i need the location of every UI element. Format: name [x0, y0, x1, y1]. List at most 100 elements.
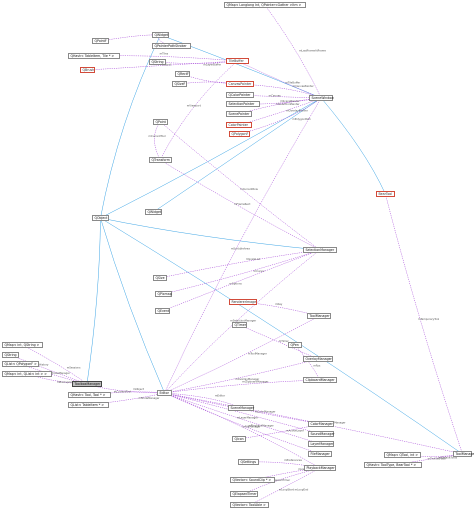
node-editor[interactable]: Editor: [157, 390, 173, 396]
node-qpointf-a[interactable]: QPointF: [92, 38, 109, 44]
edge-label-e-tiles: mTiles: [160, 52, 169, 56]
edge-qvector-tool-to-playback-manager: [249, 467, 320, 506]
node-qhash-textures[interactable]: QHash< TableItem, Tile * >: [68, 53, 121, 59]
edge-label-e-file-manager: mFileManager: [242, 425, 261, 429]
edge-label-e-key: mKey: [275, 302, 283, 306]
node-qhash-tool[interactable]: QHash< Tool, Tool * >: [68, 392, 111, 398]
edge-label-e-layer-buffer: mLayerBuffer: [203, 63, 222, 67]
edge-toolbox-manager-to-editor: [86, 383, 165, 394]
node-qicon[interactable]: QIcon: [232, 436, 246, 442]
edge-label-e-mode: mModeManager: [139, 396, 161, 400]
node-sound-manager[interactable]: SoundManager: [308, 431, 335, 437]
node-qwidget[interactable]: QWidget: [152, 32, 169, 38]
node-qlist-tools[interactable]: QList< TableItem * >: [68, 402, 109, 408]
edge-renderer-image-to-tool-manager: [243, 301, 320, 317]
node-color-manager[interactable]: ColorManager: [308, 421, 335, 427]
edge-label-e-loop: mLoopStart mLoopEnd: [279, 488, 309, 492]
edge-label-e-tile-buffer: mTileBuffer: [285, 81, 301, 85]
edge-qobject-to-editor: [100, 217, 165, 394]
node-color-painter[interactable]: ColorPainter: [226, 122, 253, 128]
node-clipboard-manager[interactable]: ClipboardManager: [303, 377, 337, 383]
node-qevent[interactable]: QEvent: [155, 308, 171, 314]
node-beartool[interactable]: BearTool: [376, 191, 395, 197]
edge-qpixmap-to-selection-manager: [163, 249, 320, 295]
node-qtransform[interactable]: QTransform: [149, 157, 172, 163]
node-qbrush[interactable]: QBrush: [80, 67, 96, 73]
node-qsize-f[interactable]: QSizeF: [172, 81, 188, 87]
edge-label-e-default-tools: mDefaultTools: [439, 456, 458, 460]
edge-qtransform-to-selection-manager: [160, 159, 320, 251]
node-qmap-qstring[interactable]: QMap< int, QString >: [2, 342, 43, 348]
node-file-manager[interactable]: FileManager: [308, 451, 333, 457]
edge-label-e-viewport: mViewport: [187, 104, 201, 108]
edge-label-e-overlay-painter: mOverlayPainter: [286, 109, 309, 113]
edge-label-e-backup: mBackupList: [57, 380, 74, 384]
edge-label-e-cursor: mCursor: [254, 269, 266, 273]
edge-beartool-to-tool-manager-b: [385, 193, 463, 455]
edge-editor-to-tool-manager-b: [164, 392, 463, 455]
edge-label-e-elapsed: mElapsedTimer: [270, 478, 291, 482]
node-scene-window[interactable]: SceneWindow: [309, 95, 334, 101]
node-qmap-tool[interactable]: QMap< QTool, int >: [384, 452, 422, 458]
node-qstring-b[interactable]: QString: [2, 352, 19, 358]
node-qsettings[interactable]: QSettings: [238, 459, 259, 465]
node-qpoint-a[interactable]: QPoint: [153, 119, 169, 125]
edge-label-e-scale-list: mScaleList: [246, 257, 260, 261]
node-layer-manager[interactable]: LayerManager: [308, 441, 335, 447]
edge-label-e-selection-manager: mSelectionManager: [230, 319, 257, 323]
node-toolbox-manager[interactable]: ToolboxManager: [72, 381, 102, 387]
edge-qobject-to-qwidget: [100, 34, 161, 219]
node-qpixmap[interactable]: QPixmap: [155, 291, 172, 297]
edge-label-e-canvas: mCanvas: [269, 94, 282, 98]
edge-qobject-to-tool-manager-b: [100, 217, 463, 455]
edge-label-e-sessions: mSessions: [67, 366, 81, 370]
edge-label-e-scribble-area: mScribbleArea: [231, 247, 250, 251]
node-qlist-polygons[interactable]: QList< QPolygonF >: [2, 361, 40, 367]
node-tool-manager[interactable]: ToolManager: [307, 313, 332, 319]
edge-qsize-to-selection-manager: [159, 249, 320, 279]
node-qobject[interactable]: QObject: [92, 215, 109, 221]
edge-qobject-to-selection-manager: [100, 217, 320, 251]
node-selection-manager[interactable]: SelectionManager: [303, 247, 337, 253]
edge-editor-to-scene-manager: [164, 392, 242, 409]
node-qstring-a[interactable]: QString: [149, 59, 166, 65]
node-qvector-tool[interactable]: QVector< ToolAble >: [230, 502, 270, 508]
node-qmap-int-list[interactable]: QMap< int, QList< int > >: [2, 371, 53, 377]
node-qwidget-b[interactable]: QWidget: [145, 209, 162, 215]
node-qrecting[interactable]: QRectF: [175, 71, 191, 77]
edge-label-e-preferences: mPreferences: [284, 458, 302, 462]
node-qpen[interactable]: QPen: [288, 342, 302, 348]
node-qsize[interactable]: QSize: [153, 275, 167, 281]
node-qpainter-path-stroker[interactable]: QPainterPathStroker: [152, 43, 192, 49]
edge-label-e-options: mOptions: [229, 282, 242, 286]
edge-label-e-root: mRoot: [162, 63, 170, 67]
node-qelapsed-timer[interactable]: QElapsedTimer: [230, 491, 259, 497]
node-playback-manager[interactable]: PlaybackManager: [304, 465, 336, 471]
node-scene-manager[interactable]: SceneManager: [228, 405, 254, 411]
edge-editor-to-sound-manager: [164, 392, 322, 435]
node-qcolor-painter[interactable]: QColorPainter: [226, 92, 255, 98]
edge-label-e-view-manager: mViewManager: [326, 421, 347, 425]
node-tool-manager-b[interactable]: ToolManager: [453, 451, 474, 457]
node-qtimer[interactable]: QTimer: [232, 322, 248, 328]
node-qpolygon[interactable]: QPolygonF: [229, 131, 250, 137]
node-qhash-beartool[interactable]: QHash< ToolType, BearTool * >: [364, 462, 422, 468]
node-canvas-painter[interactable]: CanvasPainter: [226, 81, 255, 87]
edge-label-e-scene-painter: mScenePainter: [280, 99, 300, 103]
node-qvector-sound[interactable]: QVector< SoundClip * >: [230, 477, 275, 483]
edge-label-e-last: mLastFrameAtFrame: [299, 49, 326, 53]
edge-label-e-color-manager: mColorManager: [255, 410, 277, 414]
node-selection-painter[interactable]: SelectionPainter: [226, 101, 260, 107]
edge-qtimer-to-overlay-manager: [239, 324, 319, 360]
node-renderer-image[interactable]: RendererImage: [229, 299, 258, 305]
node-tileset-buffer[interactable]: TileBuffer: [226, 58, 249, 64]
edge-label-e-timer: mTimer: [279, 339, 290, 343]
edge-qpoint-a-to-qtransform: [154, 121, 161, 161]
edge-qwidget-b-to-scene-window: [153, 97, 322, 213]
node-qmap-long-long[interactable]: QMap< Longlong Int, QPointer<Gather >Itm…: [224, 2, 306, 8]
node-scene-painter[interactable]: ScenePainter: [226, 111, 253, 117]
edge-qpoint-a-to-selection-manager: [160, 121, 320, 251]
node-overlay-manager[interactable]: OverlayManager: [303, 356, 333, 362]
edge-qevent-to-selection-manager: [162, 249, 320, 312]
edge-scene-window-to-editor: [164, 97, 322, 394]
